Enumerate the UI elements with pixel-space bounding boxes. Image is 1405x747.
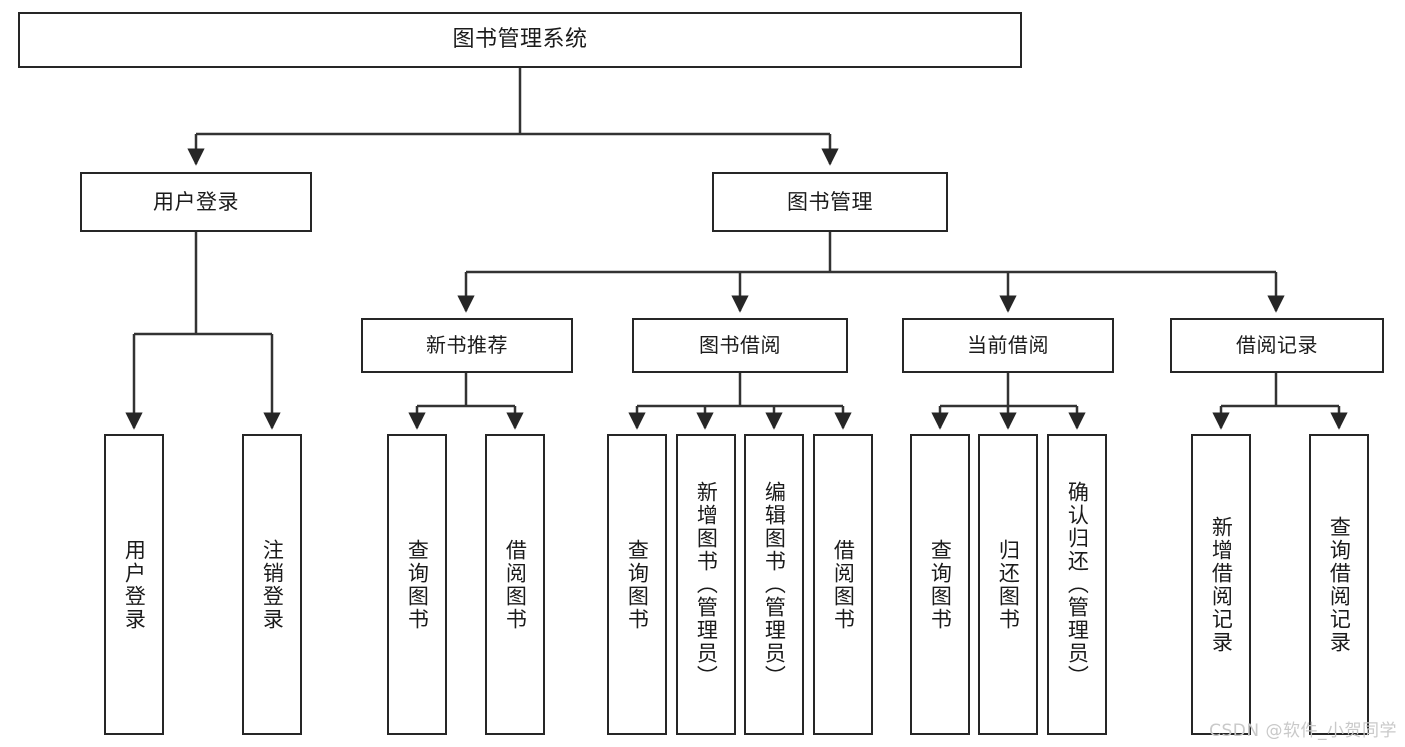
node-root[interactable]: 图书管理系统 (18, 12, 1022, 68)
leaf-borrow-add-book[interactable]: 新增图书（管理员） (676, 434, 736, 735)
leaf-user-login-signin-label: 用户登录 (122, 538, 147, 631)
node-book-management[interactable]: 图书管理 (712, 172, 948, 232)
node-new-book-recommend[interactable]: 新书推荐 (361, 318, 573, 373)
leaf-current-query-book[interactable]: 查询图书 (910, 434, 970, 735)
node-borrow-record[interactable]: 借阅记录 (1170, 318, 1384, 373)
leaf-borrow-query-book-label: 查询图书 (625, 538, 650, 631)
leaf-current-return-book-label: 归还图书 (996, 538, 1021, 631)
leaf-borrow-edit-book[interactable]: 编辑图书（管理员） (744, 434, 804, 735)
leaf-user-login-signout-label: 注销登录 (260, 538, 285, 631)
leaf-borrow-edit-book-label: 编辑图书（管理员） (762, 481, 787, 688)
leaf-current-confirm-return-label: 确认归还（管理员） (1065, 481, 1090, 688)
node-root-label: 图书管理系统 (452, 27, 588, 53)
node-book-management-label: 图书管理 (787, 189, 873, 214)
leaf-recommend-borrow-book[interactable]: 借阅图书 (485, 434, 545, 735)
leaf-borrow-add-book-label: 新增图书（管理员） (694, 481, 719, 688)
leaf-recommend-query-book-label: 查询图书 (405, 538, 430, 631)
leaf-record-query-record[interactable]: 查询借阅记录 (1309, 434, 1369, 735)
node-user-login-label: 用户登录 (153, 189, 239, 214)
leaf-recommend-borrow-book-label: 借阅图书 (503, 538, 528, 631)
leaf-record-add-record[interactable]: 新增借阅记录 (1191, 434, 1251, 735)
leaf-borrow-borrow-book-label: 借阅图书 (831, 538, 856, 631)
leaf-borrow-query-book[interactable]: 查询图书 (607, 434, 667, 735)
node-current-borrow[interactable]: 当前借阅 (902, 318, 1114, 373)
leaf-user-login-signout[interactable]: 注销登录 (242, 434, 302, 735)
node-book-borrow[interactable]: 图书借阅 (632, 318, 848, 373)
leaf-recommend-query-book[interactable]: 查询图书 (387, 434, 447, 735)
node-new-book-recommend-label: 新书推荐 (426, 333, 508, 357)
leaf-current-query-book-label: 查询图书 (928, 538, 953, 631)
node-book-borrow-label: 图书借阅 (699, 333, 781, 357)
node-user-login[interactable]: 用户登录 (80, 172, 312, 232)
watermark: CSDN @软件_小贺同学 (1209, 721, 1397, 741)
leaf-record-query-record-label: 查询借阅记录 (1327, 515, 1352, 654)
node-current-borrow-label: 当前借阅 (967, 333, 1049, 357)
leaf-record-add-record-label: 新增借阅记录 (1209, 515, 1234, 654)
leaf-user-login-signin[interactable]: 用户登录 (104, 434, 164, 735)
leaf-borrow-borrow-book[interactable]: 借阅图书 (813, 434, 873, 735)
node-borrow-record-label: 借阅记录 (1236, 333, 1318, 357)
leaf-current-return-book[interactable]: 归还图书 (978, 434, 1038, 735)
leaf-current-confirm-return[interactable]: 确认归还（管理员） (1047, 434, 1107, 735)
